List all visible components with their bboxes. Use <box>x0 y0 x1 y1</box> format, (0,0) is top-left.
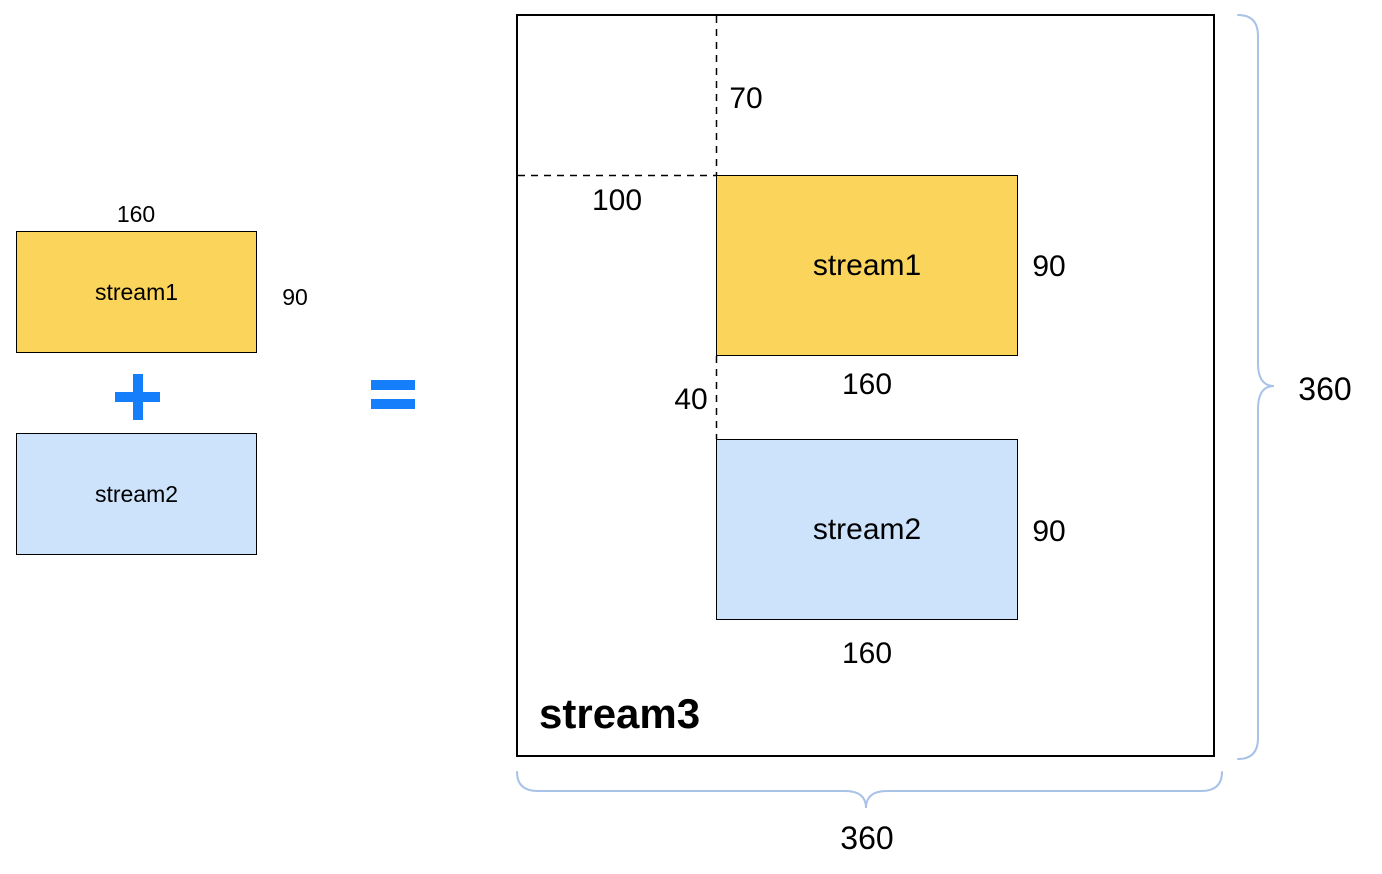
stream1-source-height-label: 90 <box>282 284 308 310</box>
canvas-width-label: 360 <box>840 820 894 856</box>
canvas-height-label: 360 <box>1298 371 1352 407</box>
stream3-canvas-rect <box>516 14 1215 757</box>
offset-y-label: 70 <box>729 82 763 115</box>
offset-x-label: 100 <box>591 184 643 217</box>
stream2-source-rect: stream2 <box>16 433 257 555</box>
stream2-overlay-label: stream2 <box>812 512 922 546</box>
stream1-overlay-rect: stream1 <box>716 175 1018 356</box>
height-brace <box>1237 14 1275 760</box>
stream1-overlay-width-label: 160 <box>841 368 893 401</box>
stream1-overlay-height-label: 90 <box>1032 250 1066 283</box>
equals-top-bar <box>371 380 415 390</box>
stream1-source-label: stream1 <box>94 278 179 305</box>
stream2-source-label: stream2 <box>94 480 179 507</box>
gap-label: 40 <box>674 383 708 416</box>
equals-bottom-bar <box>371 399 415 409</box>
plus-vertical-bar <box>132 374 143 420</box>
equals-operator <box>371 380 415 409</box>
stream1-overlay-label: stream1 <box>812 248 922 282</box>
stream3-canvas-title: stream3 <box>539 690 701 737</box>
stream1-source-width-label: 160 <box>116 201 156 227</box>
stream1-source-rect: stream1 <box>16 231 257 353</box>
stream2-overlay-height-label: 90 <box>1032 515 1066 548</box>
plus-operator <box>115 374 160 420</box>
stream2-overlay-rect: stream2 <box>716 439 1018 620</box>
stream2-overlay-width-label: 160 <box>841 637 893 670</box>
width-brace <box>516 771 1223 809</box>
